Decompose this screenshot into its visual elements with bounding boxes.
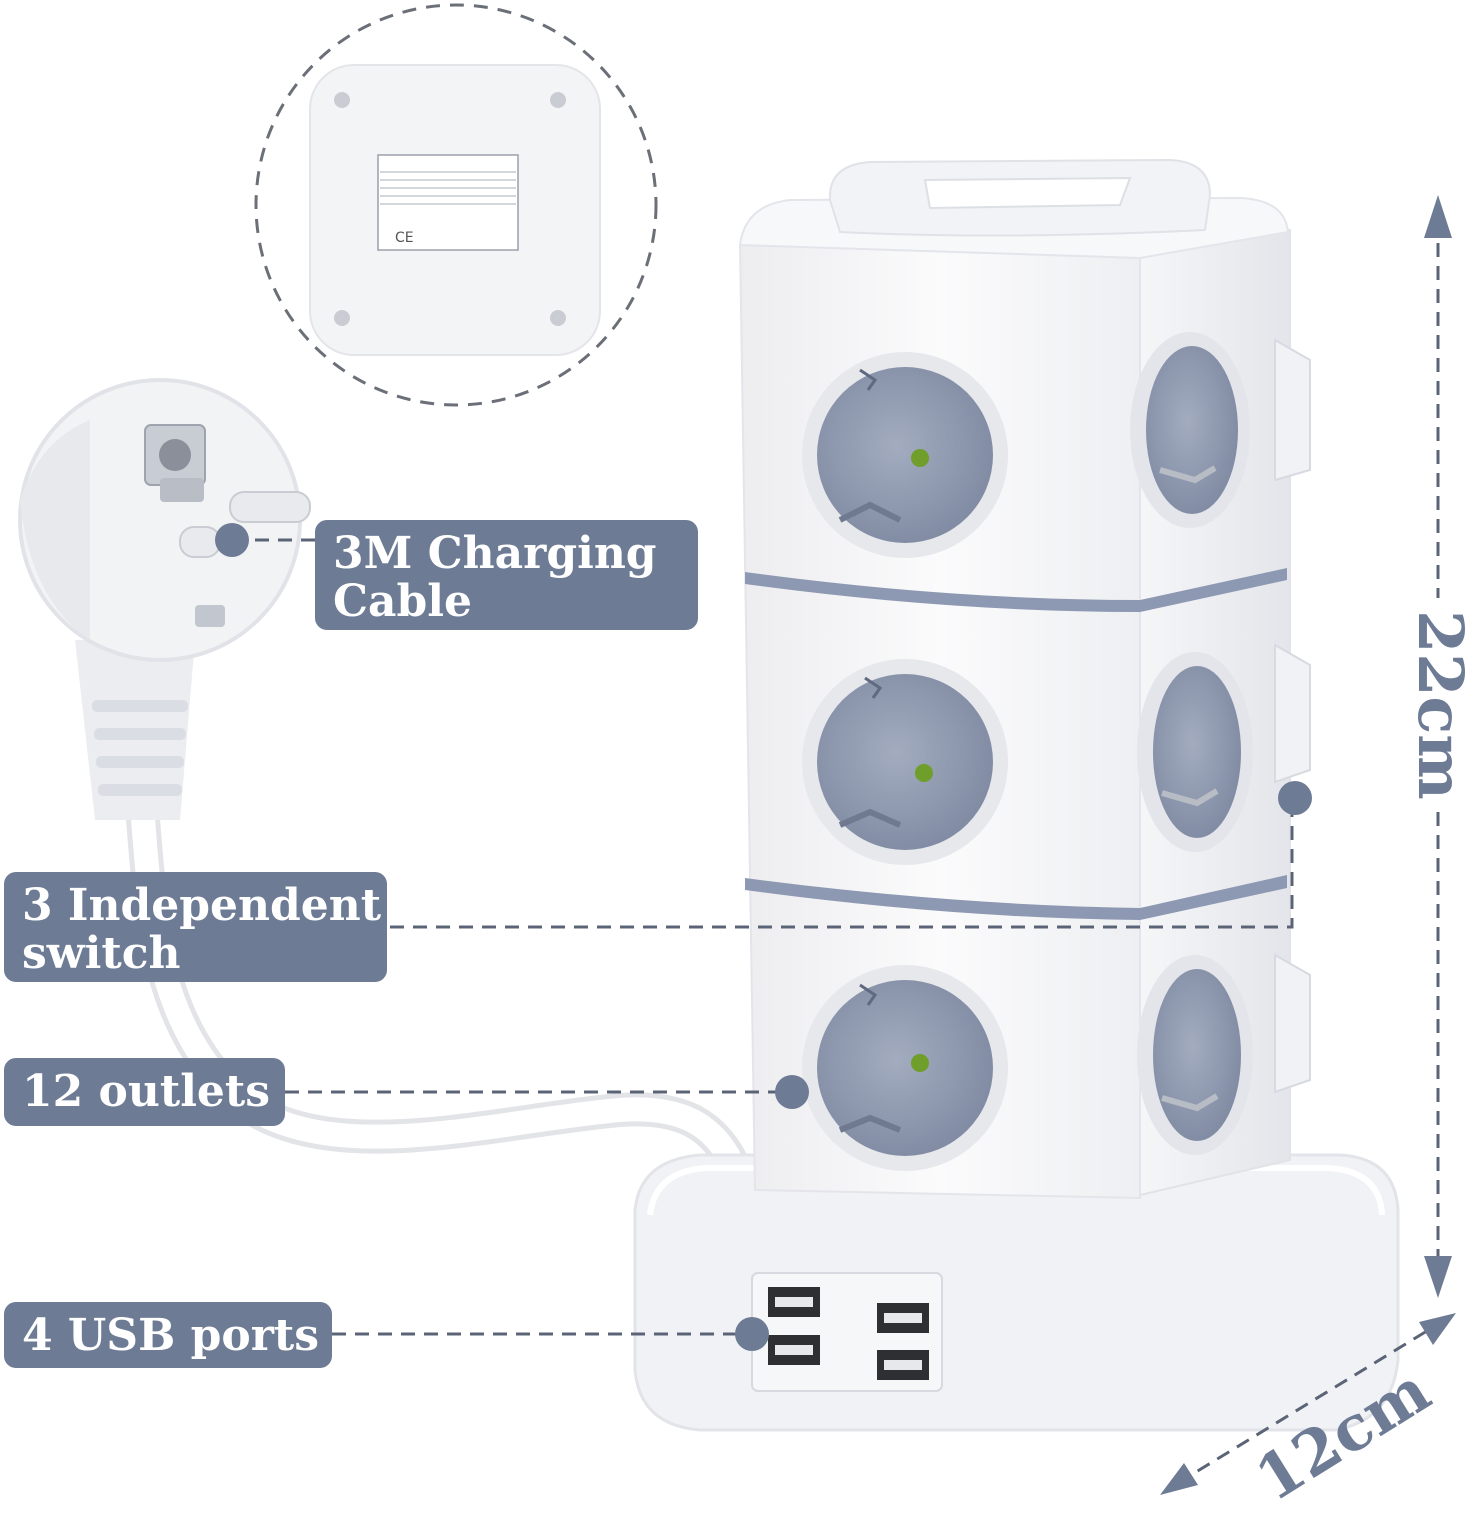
callout-outlets-line1: 12 outlets (22, 1066, 271, 1117)
height-arrows (1424, 195, 1452, 1298)
callout-usb-ports: 4 USB ports (4, 1302, 332, 1368)
outlet (802, 965, 1008, 1171)
outlet (1137, 652, 1253, 852)
usb-port (768, 1287, 820, 1317)
usb-port-group (751, 1272, 943, 1392)
callout-charging-cable-line2: Cable (333, 576, 473, 627)
rocker-switch (1274, 643, 1311, 784)
callout-charging-cable: 3M Charging Cable (315, 520, 698, 630)
usb-port (877, 1350, 929, 1380)
outlet (1137, 955, 1253, 1155)
usb-port (768, 1335, 820, 1365)
outlet (802, 352, 1008, 558)
usb-port (877, 1303, 929, 1333)
callout-usb-ports-line1: 4 USB ports (22, 1310, 319, 1361)
ce-mark: CE (395, 230, 414, 246)
outlet (802, 659, 1008, 865)
width-dimension (1160, 1313, 1456, 1495)
callout-independent-switch: 3 Independent switch (4, 872, 387, 982)
schuko-plug (18, 378, 311, 820)
rocker-switch (1274, 338, 1311, 482)
outlet (1130, 332, 1250, 528)
callout-outlets: 12 outlets (4, 1058, 285, 1126)
callout-independent-switch-line1: 3 Independent (22, 880, 382, 931)
callout-charging-cable-line1: 3M Charging (333, 528, 657, 579)
rocker-switch (1274, 953, 1311, 1094)
bottom-label-detail: CE (254, 3, 658, 407)
callout-independent-switch-line2: switch (22, 928, 181, 979)
callout-dots (215, 523, 1312, 1351)
height-label: 22cm (1404, 610, 1465, 800)
